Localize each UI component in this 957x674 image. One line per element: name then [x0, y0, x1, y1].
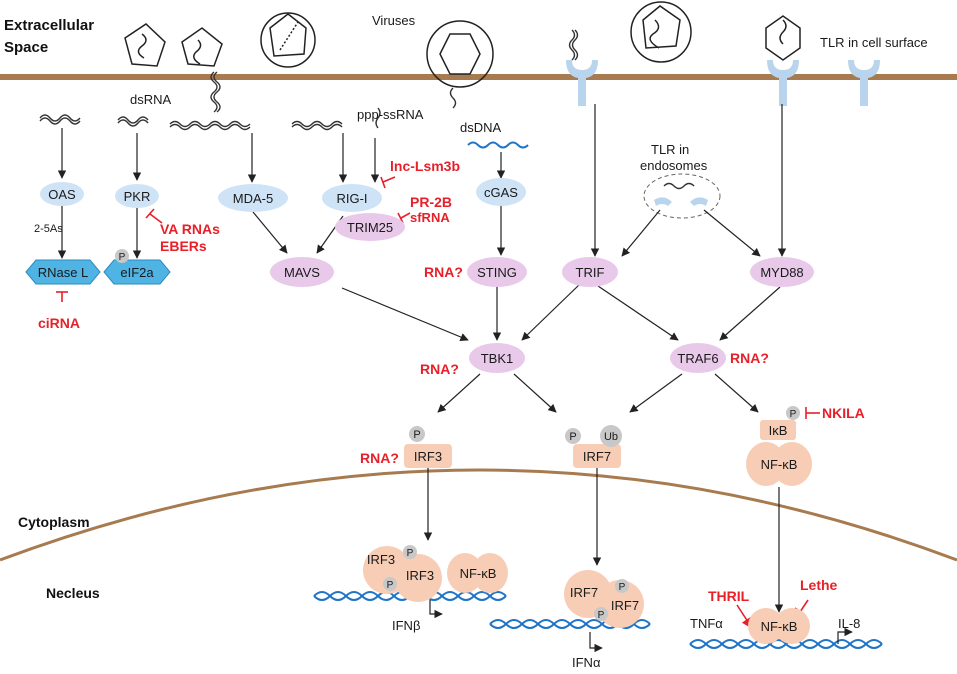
svg-text:P: P — [413, 429, 420, 441]
mda5-node: MDA-5 — [218, 184, 288, 212]
svg-text:IRF7: IRF7 — [611, 598, 639, 613]
tlr-endosome-label-1: TLR in — [651, 142, 689, 157]
ebers-label: EBERs — [160, 238, 207, 254]
svg-text:IRF3: IRF3 — [406, 568, 434, 583]
svg-text:MYD88: MYD88 — [760, 265, 803, 280]
svg-text:P: P — [619, 582, 626, 593]
rigi-node: RIG-I — [322, 184, 382, 212]
svg-text:MAVS: MAVS — [284, 265, 320, 280]
svg-text:STING: STING — [477, 265, 517, 280]
two-5as-label: 2-5As — [34, 223, 63, 235]
svg-text:MDA-5: MDA-5 — [233, 191, 273, 206]
svg-text:TRIF: TRIF — [576, 265, 605, 280]
mavs-node: MAVS — [270, 257, 334, 287]
tlr-surface-label: TLR in cell surface — [820, 35, 928, 50]
trim25-node: TRIM25 — [335, 213, 405, 241]
rna-strand-icon — [39, 29, 579, 131]
svg-text:RIG-I: RIG-I — [336, 191, 367, 206]
svg-text:IRF7: IRF7 — [583, 449, 611, 464]
cirna-label: ciRNA — [38, 315, 80, 331]
traf6-node: TRAF6 — [670, 343, 726, 373]
tlr-endosome-label-2: endosomes — [640, 158, 708, 173]
svg-text:P: P — [407, 548, 414, 559]
lnc-lsm3b-label: lnc-Lsm3b — [390, 158, 460, 174]
irf7-node: IRF7 P Ub — [565, 425, 622, 468]
svg-text:P: P — [569, 431, 576, 443]
nuclear-irf7-dimer: IRF7 IRF7 P P — [564, 570, 644, 628]
nuclear-nfkb-promoter: NF-κB — [748, 608, 810, 644]
viruses-label: Viruses — [372, 13, 416, 28]
cgas-node: cGAS — [476, 178, 526, 206]
ifna-label: IFNα — [572, 655, 601, 670]
nucleus-label: Necleus — [46, 585, 100, 601]
svg-text:NF-κB: NF-κB — [761, 457, 798, 472]
tbk1-rna-q-label: RNA? — [420, 361, 459, 377]
myd88-node: MYD88 — [750, 257, 814, 287]
eif2a-node: eIF2a P — [103, 249, 171, 285]
extracellular-label-2: Space — [4, 39, 48, 56]
extracellular-label-1: Extracellular — [4, 17, 94, 34]
irf3-rna-q-label: RNA? — [360, 450, 399, 466]
endosome-tlr-icon — [654, 197, 708, 206]
lethe-label: Lethe — [800, 577, 838, 593]
svg-text:TRIM25: TRIM25 — [347, 220, 393, 235]
sting-node: STING — [467, 257, 527, 287]
inhibition-marks — [56, 176, 820, 616]
endosome — [643, 173, 721, 219]
svg-text:cGAS: cGAS — [484, 185, 518, 200]
tbk1-node: TBK1 — [469, 343, 525, 373]
svg-text:IRF3: IRF3 — [414, 449, 442, 464]
va-rnas-label: VA RNAs — [160, 221, 220, 237]
ifnb-label: IFNβ — [392, 618, 420, 633]
tlr-receptor-icon — [566, 60, 880, 106]
irf3-node: IRF3 P — [404, 426, 452, 468]
transcription-arrows — [429, 600, 853, 653]
svg-text:P: P — [119, 252, 126, 263]
svg-text:IRF3: IRF3 — [367, 552, 395, 567]
virus-icon — [124, 1, 801, 88]
nuclear-irf3-dimer: IRF3 IRF3 P P — [363, 545, 442, 602]
svg-text:IRF7: IRF7 — [570, 585, 598, 600]
plasma-membrane — [0, 74, 957, 80]
endosome-rna-icon — [663, 182, 695, 190]
svg-text:PKR: PKR — [124, 189, 151, 204]
traf6-rna-q-label: RNA? — [730, 350, 769, 366]
sting-rna-q-label: RNA? — [424, 264, 463, 280]
svg-text:eIF2a: eIF2a — [120, 265, 154, 280]
nkila-label: NKILA — [822, 405, 865, 421]
ikb-nfkb-complex: IκB P NF-κB — [746, 406, 812, 486]
dsdna-strand-icon — [467, 141, 529, 149]
trif-node: TRIF — [562, 257, 618, 287]
svg-text:NF-κB: NF-κB — [460, 566, 497, 581]
rnasel-node: RNase L — [25, 259, 101, 285]
svg-text:P: P — [790, 409, 797, 420]
oas-node: OAS — [40, 182, 84, 206]
svg-text:Ub: Ub — [604, 431, 618, 443]
dsrna-label: dsRNA — [130, 92, 172, 107]
svg-text:TBK1: TBK1 — [481, 351, 514, 366]
il8-label: IL-8 — [838, 616, 860, 631]
pkr-node: PKR — [115, 184, 159, 208]
svg-text:RNase L: RNase L — [38, 265, 89, 280]
pr2b-label: PR-2B — [410, 194, 452, 210]
svg-text:OAS: OAS — [48, 187, 76, 202]
thril-label: THRIL — [708, 588, 750, 604]
nuclear-envelope — [0, 468, 957, 562]
sfrna-label: sfRNA — [410, 210, 450, 225]
svg-text:IκB: IκB — [769, 423, 788, 438]
svg-text:P: P — [387, 580, 394, 591]
tnfa-label: TNFα — [690, 616, 723, 631]
dsdna-label: dsDNA — [460, 120, 502, 135]
ppp-ssrna-label: ppp-ssRNA — [357, 107, 424, 122]
svg-text:TRAF6: TRAF6 — [677, 351, 718, 366]
svg-text:P: P — [598, 610, 605, 621]
svg-text:NF-κB: NF-κB — [761, 619, 798, 634]
nuclear-nfkb-dimer: NF-κB — [447, 553, 508, 593]
cytoplasm-label: Cytoplasm — [18, 514, 90, 530]
